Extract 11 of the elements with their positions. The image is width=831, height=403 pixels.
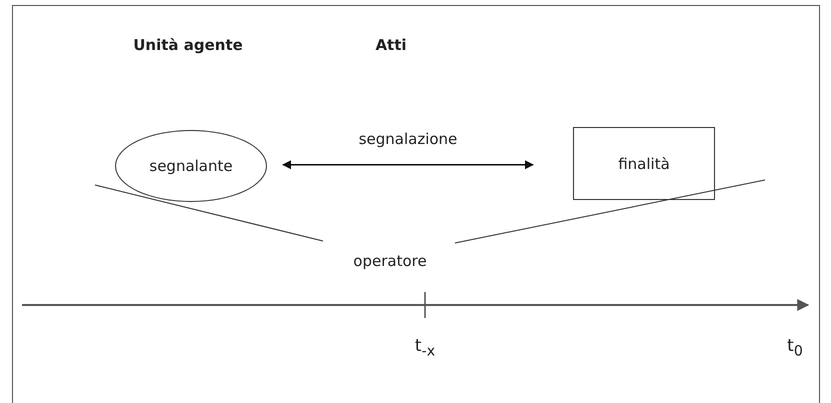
ellipse-node xyxy=(115,130,267,202)
rectangle-node xyxy=(573,127,715,200)
node-label: segnalante xyxy=(149,157,233,175)
column-heading: Unità agente xyxy=(133,36,243,54)
node-label: operatore xyxy=(353,252,427,270)
time-label: t$_{-x}$ xyxy=(414,336,436,360)
edge-label: segnalazione xyxy=(356,130,460,148)
node-label: finalità xyxy=(618,154,670,172)
double-arrow xyxy=(282,160,534,170)
time-label: t$_{0}$ xyxy=(787,336,803,360)
column-heading: Atti xyxy=(375,36,407,54)
